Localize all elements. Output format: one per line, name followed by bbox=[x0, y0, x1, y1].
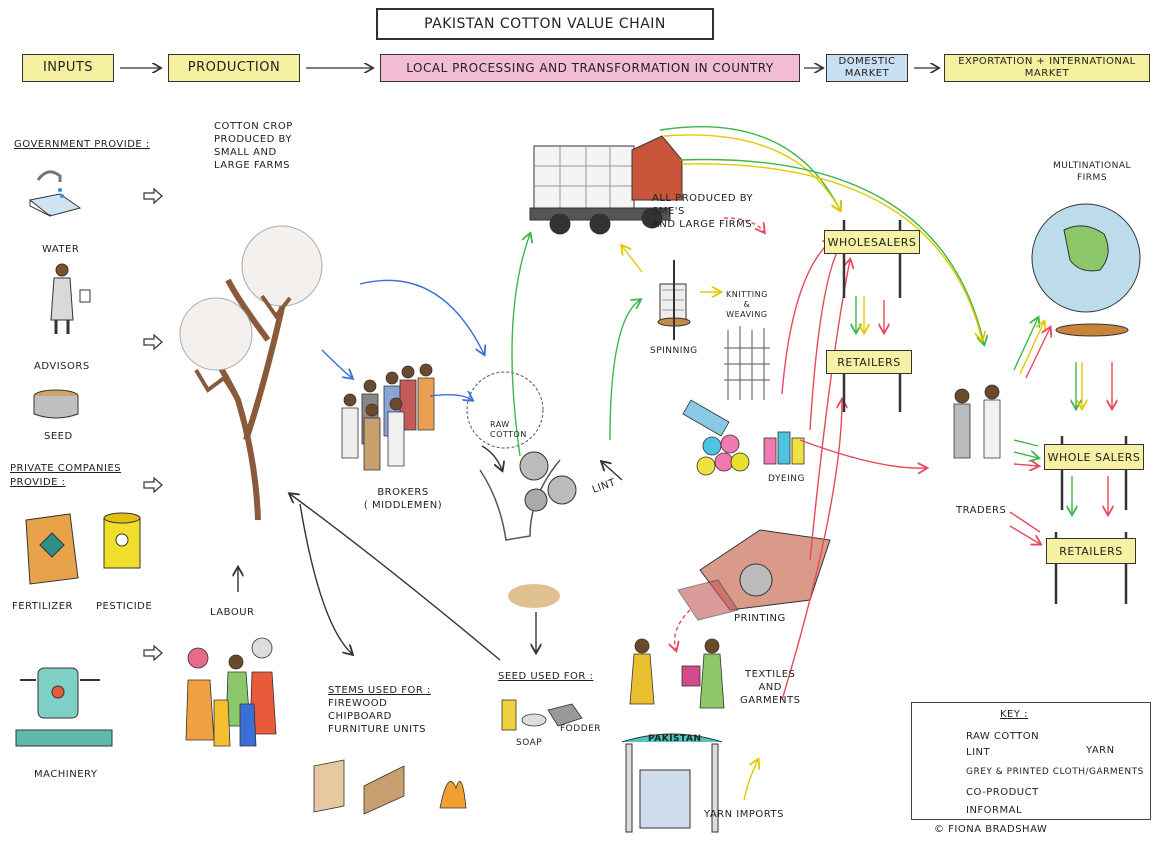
crop-text: COTTON CROP PRODUCED BY SMALL AND LARGE … bbox=[214, 121, 293, 171]
key-cloth: GREY & PRINTED CLOTH/GARMENTS bbox=[966, 767, 1144, 777]
lint-arrow-traders bbox=[679, 158, 984, 344]
traders-icon bbox=[953, 384, 1001, 459]
stage-domestic-market: DOMESTIC MARKET bbox=[826, 54, 908, 82]
advisor-icon bbox=[50, 263, 91, 334]
globe-icon bbox=[1031, 203, 1141, 337]
stage-inputs: INPUTS bbox=[22, 54, 114, 82]
dyeing-bottles-icon bbox=[763, 431, 805, 465]
machinery-icon bbox=[15, 667, 113, 747]
printing-label: PRINTING bbox=[734, 613, 786, 624]
legend-key: KEY : RAW COTTON LINT YARN GREY & PRINTE… bbox=[911, 702, 1151, 820]
yarn-arrow-truck bbox=[622, 246, 643, 273]
co-product-stems-arrow bbox=[299, 503, 352, 654]
lint-arrow-truck bbox=[511, 234, 530, 457]
raw-cotton-arrow-3 bbox=[429, 395, 472, 400]
cloth-rolls-icon bbox=[682, 399, 750, 476]
yarn-imports-label: YARN IMPORTS bbox=[704, 809, 784, 820]
pakistan-sign-label: PAKISTAN bbox=[648, 734, 702, 744]
stems-products-icon bbox=[313, 759, 467, 815]
cloth-arrow-traders bbox=[799, 439, 926, 468]
input-arrows bbox=[143, 187, 163, 662]
key-lint: LINT bbox=[966, 747, 991, 758]
spinning-icon bbox=[657, 260, 691, 340]
traders-retail2-arrows bbox=[1009, 511, 1040, 544]
cloth-arrow-2 bbox=[809, 240, 844, 431]
cloth-arrow-4 bbox=[781, 400, 842, 701]
labour-label: LABOUR bbox=[210, 607, 255, 618]
seed-used-heading: SEED USED FOR : bbox=[498, 671, 594, 682]
multinational-label: MULTINATIONAL FIRMS bbox=[1052, 161, 1132, 183]
fertilizer-icon bbox=[25, 513, 79, 585]
cloth-arrow-1 bbox=[781, 240, 832, 395]
traders-label: TRADERS bbox=[956, 505, 1007, 516]
advisors-label: ADVISORS bbox=[34, 361, 90, 372]
fertilizer-label: FERTILIZER bbox=[12, 601, 73, 612]
sme-text: ALL PRODUCED BY SME'S AND LARGE FIRMS bbox=[652, 193, 754, 230]
raw-cotton-arrow-2 bbox=[321, 349, 352, 378]
printing-machine-icon bbox=[677, 529, 831, 621]
brokers-label: BROKERS ( MIDDLEMEN) bbox=[363, 487, 443, 511]
domestic-wholesalers-label: WHOLESALERS bbox=[824, 230, 920, 254]
informal-arrow-printing bbox=[675, 609, 691, 650]
traders-wholesale-arrows bbox=[1013, 439, 1038, 458]
labour-group-icon bbox=[185, 637, 277, 747]
seed-icon bbox=[33, 389, 79, 419]
traders-wholesale-red bbox=[1013, 464, 1038, 466]
raw-cotton-gin-arrow bbox=[481, 445, 502, 470]
traders-globe-green bbox=[1013, 318, 1038, 371]
water-icon bbox=[28, 170, 82, 217]
key-informal: INFORMAL bbox=[966, 805, 1023, 816]
yarn-imports-arrow bbox=[743, 760, 758, 801]
fodder-label: FODDER bbox=[560, 724, 602, 734]
seed-products-icon bbox=[501, 699, 583, 731]
brokers-icon bbox=[341, 363, 435, 471]
private-heading-2: PROVIDE : bbox=[10, 477, 66, 488]
raw-cotton-arrow-1 bbox=[359, 279, 484, 354]
domestic-retailers-label: RETAILERS bbox=[826, 350, 912, 374]
knitting-label: KNITTING & WEAVING bbox=[726, 290, 768, 319]
diagram-title: PAKISTAN COTTON VALUE CHAIN bbox=[376, 8, 714, 40]
stems-label: STEMS USED FOR : FIREWOOD CHIPBOARD FURN… bbox=[328, 685, 431, 735]
stage-exportation: EXPORTATION + INTERNATIONAL MARKET bbox=[944, 54, 1150, 82]
pesticide-icon bbox=[103, 512, 141, 569]
yarn-arrow-wholesale bbox=[663, 134, 840, 210]
pesticide-label: PESTICIDE bbox=[96, 601, 153, 612]
traders-globe-yellow bbox=[1019, 322, 1044, 375]
stage-production: PRODUCTION bbox=[168, 54, 300, 82]
cotton-plant-icon bbox=[179, 225, 323, 521]
key-coproduct: CO-PRODUCT bbox=[966, 787, 1039, 798]
private-heading-1: PRIVATE COMPANIES bbox=[10, 463, 122, 474]
spinning-label: SPINNING bbox=[650, 346, 698, 356]
lint-label-arrow bbox=[602, 462, 623, 481]
dyeing-label: DYEING bbox=[768, 474, 805, 484]
co-product-return-arrow bbox=[290, 494, 501, 661]
stage-local-processing: LOCAL PROCESSING AND TRANSFORMATION IN C… bbox=[380, 54, 800, 82]
seed-label: SEED bbox=[44, 431, 73, 442]
garment-workers-icon bbox=[629, 638, 725, 709]
key-raw-cotton: RAW COTTON bbox=[966, 731, 1040, 742]
lint-arrow-wholesale bbox=[659, 126, 840, 210]
credit-text: © FIONA BRADSHAW bbox=[934, 824, 1048, 835]
water-label: WATER bbox=[42, 244, 80, 255]
raw-cotton-label: RAW COTTON bbox=[490, 420, 527, 439]
textiles-label: TEXTILES AND GARMENTS bbox=[740, 669, 801, 706]
ginning-machine-icon bbox=[466, 371, 577, 608]
knitting-weaving-icon bbox=[724, 326, 770, 400]
government-heading: GOVERNMENT PROVIDE : bbox=[14, 139, 150, 150]
traders-globe-red bbox=[1025, 328, 1050, 379]
lint-arrow-spinning bbox=[609, 300, 640, 441]
key-yarn: YARN bbox=[1086, 745, 1115, 756]
soap-label: SOAP bbox=[516, 738, 543, 748]
yarn-arrow-traders bbox=[681, 163, 982, 340]
intl-retailers-label: RETAILERS bbox=[1046, 538, 1136, 564]
intl-wholesalers-label: WHOLE SALERS bbox=[1044, 444, 1144, 470]
pakistan-gate-icon bbox=[621, 733, 723, 833]
cotton-truck-icon bbox=[529, 135, 683, 235]
machinery-label: MACHINERY bbox=[34, 769, 98, 780]
key-heading: KEY : bbox=[1000, 709, 1029, 720]
